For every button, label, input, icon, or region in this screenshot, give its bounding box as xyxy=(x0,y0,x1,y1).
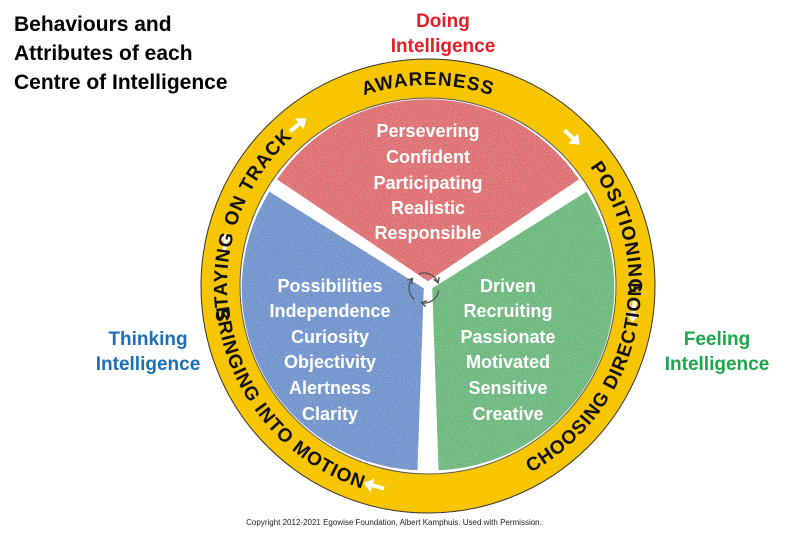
cycle-arrows-icon xyxy=(406,272,440,308)
thinking-wedge xyxy=(241,191,424,471)
feeling-item: Motivated xyxy=(466,352,550,372)
feeling-wedge xyxy=(432,191,615,471)
label-line: Feeling xyxy=(683,329,751,350)
thinking-item: Possibilities xyxy=(277,276,382,296)
label-line: Doing xyxy=(416,11,470,32)
thinking-item: Clarity xyxy=(302,404,358,424)
label-line: Thinking xyxy=(108,329,188,350)
thinking-item: Objectivity xyxy=(284,352,376,372)
feeling-item: Passionate xyxy=(460,327,555,347)
copyright-notice: Copyright 2012-2021 Egowise Foundation, … xyxy=(246,518,542,527)
thinking-items: Possibilities Independence Curiosity Obj… xyxy=(269,276,390,424)
thinking-intelligence-label: Thinking Intelligence xyxy=(76,327,220,377)
doing-item: Responsible xyxy=(374,223,481,243)
feeling-item: Creative xyxy=(472,404,543,424)
doing-wedge xyxy=(277,99,579,282)
ring-arrow-icon xyxy=(288,118,307,133)
label-line: Intelligence xyxy=(664,354,770,375)
feeling-item: Recruiting xyxy=(463,301,552,321)
feeling-item: Driven xyxy=(480,276,536,296)
ring-arrow-icon xyxy=(563,128,580,145)
label-line: Intelligence xyxy=(95,354,201,375)
doing-intelligence-label: Doing Intelligence xyxy=(350,9,536,59)
thinking-item: Independence xyxy=(269,301,390,321)
doing-items: Persevering Confident Participating Real… xyxy=(373,121,482,243)
feeling-items: Driven Recruiting Passionate Motivated S… xyxy=(460,276,555,424)
doing-item: Realistic xyxy=(391,198,465,218)
ring-arrow-icon xyxy=(626,301,641,323)
thinking-item: Curiosity xyxy=(291,327,369,347)
title-line: Centre of Intelligence xyxy=(14,71,228,94)
title-line: Behaviours and xyxy=(14,13,172,36)
thinking-item: Alertness xyxy=(289,378,371,398)
ring-arrow-icon xyxy=(219,232,233,254)
doing-item: Participating xyxy=(373,173,482,193)
doing-item: Persevering xyxy=(376,121,479,141)
title-line: Attributes of each xyxy=(14,42,193,65)
ring-arrow-icon xyxy=(363,478,385,493)
label-line: Intelligence xyxy=(390,36,496,57)
feeling-item: Sensitive xyxy=(468,378,547,398)
doing-item: Confident xyxy=(386,147,470,167)
diagram-title: Behaviours and Attributes of each Centre… xyxy=(14,10,274,97)
feeling-intelligence-label: Feeling Intelligence xyxy=(650,327,784,377)
